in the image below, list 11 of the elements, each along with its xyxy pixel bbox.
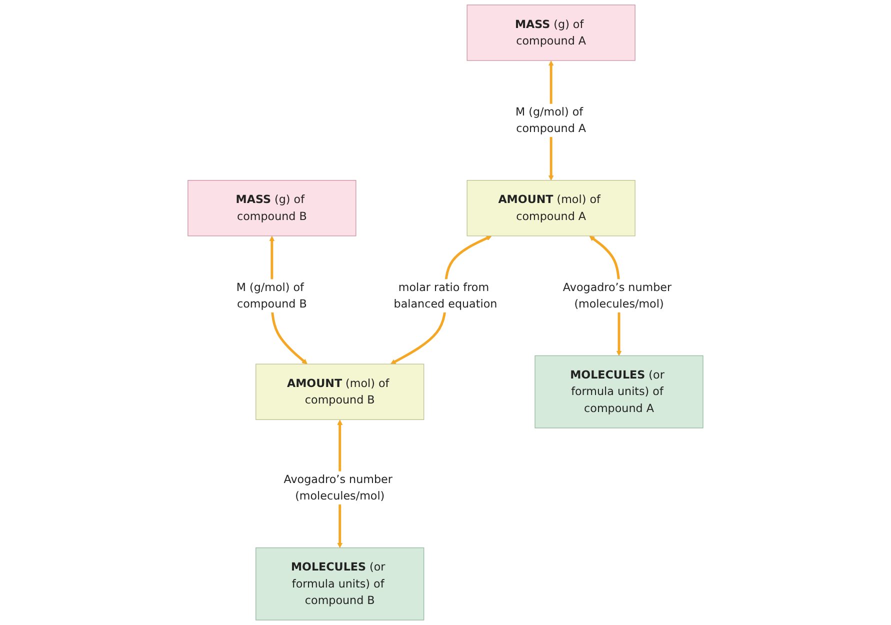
node-box: MASS (g) of compound A [466,4,636,61]
edge-label: Avogadro’s number (molecules/mol) [562,280,672,311]
edge-label: Avogadro’s number (molecules/mol) [284,473,392,503]
node-box: MOLECULES (or formula units) of compound A [534,355,704,428]
edge-label: molar ratio from balanced equation [394,280,498,311]
edge-label: M (g/mol) of compound A [516,106,586,136]
node-box: AMOUNT (mol) of compound B [256,364,424,420]
edge-label: M (g/mol) of compound B [236,280,307,311]
node-box: MOLECULES (or formula units) of compound B [256,547,424,620]
node-box: AMOUNT (mol) of compound A [466,180,636,236]
node-box: MASS (g) of compound B [188,180,356,236]
